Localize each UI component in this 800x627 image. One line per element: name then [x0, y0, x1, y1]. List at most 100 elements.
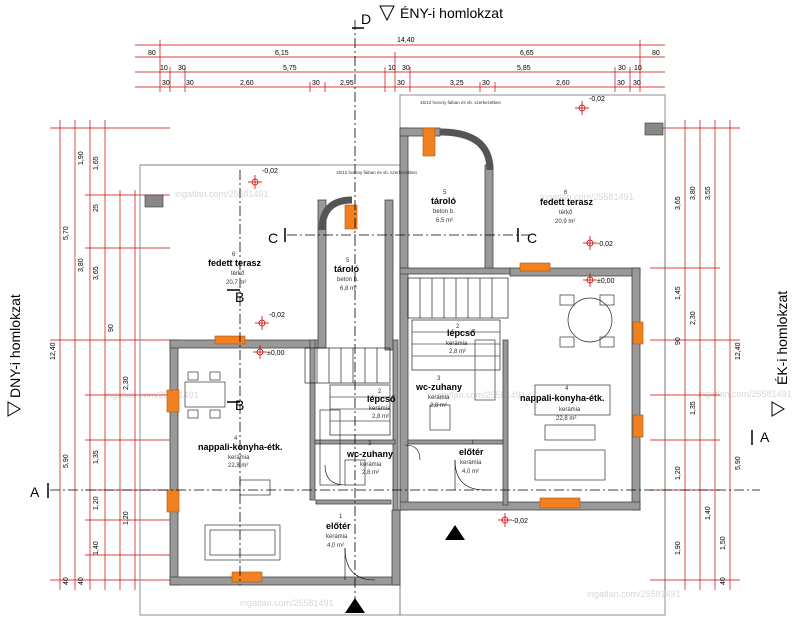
room-name: wc-zuhany	[346, 449, 393, 459]
west-heading: DNY-i homlokzat	[7, 294, 23, 398]
watermark: ingatlan.com/25581491	[240, 598, 334, 608]
dim-label: 1,40	[93, 541, 100, 555]
dim-label: 30	[633, 80, 641, 87]
store-arcs	[318, 128, 494, 231]
room-name: wc-zuhany	[415, 382, 462, 392]
dim-label: 1,40	[705, 506, 712, 520]
dim-label: 3,65	[675, 196, 682, 210]
room-name: lépcső	[367, 394, 396, 404]
dim-label: 5,70	[63, 226, 70, 240]
section-labels: A A B B C C D	[30, 11, 770, 500]
dim-label: 30	[312, 80, 320, 87]
level-value: -0,02	[589, 96, 605, 103]
room-material: kerámia	[446, 341, 468, 347]
west-elevation-marker: DNY-i homlokzat	[7, 294, 23, 417]
watermark: ingatlan.com/25581491	[432, 390, 526, 400]
note-text: 15/12 horony faiban és vb. szerkezetben	[420, 100, 502, 105]
dim-label: 3,65	[93, 266, 100, 280]
room-name: nappali-konyha-étk.	[198, 442, 283, 452]
room-labels: 6 fedett terasz térkő 20,7 m² 6 fedett t…	[198, 190, 605, 549]
section-mark-b: B	[235, 289, 244, 305]
dim-label: 40	[78, 577, 85, 585]
section-lines	[50, 20, 760, 610]
dim-label: 5,90	[735, 456, 742, 470]
dim-label: 30	[482, 80, 490, 87]
section-mark-a: A	[30, 484, 40, 500]
room-name: lépcső	[447, 328, 476, 338]
dim-label: 1,20	[93, 496, 100, 510]
watermark: ingatlan.com/25581491	[540, 192, 634, 202]
room-material: kerámia	[428, 395, 450, 401]
room-name: tároló	[334, 264, 360, 274]
room-material: kerámia	[360, 462, 382, 468]
room-area: 20,7 m²	[226, 280, 246, 286]
dim-label: 5,90	[63, 454, 70, 468]
entrance-arrows	[345, 525, 465, 613]
dim-label: 30	[402, 65, 410, 72]
dim-label: 3,80	[78, 258, 85, 272]
dim-label: 5,75	[283, 65, 297, 72]
dim-label: 1,90	[78, 151, 85, 165]
room-number: 3	[437, 376, 441, 382]
dim-label: 30	[618, 65, 626, 72]
room-name: előtér	[459, 447, 484, 457]
left-dimensions	[50, 120, 170, 590]
dim-label: 80	[652, 50, 660, 57]
level-value: ±0,00	[267, 350, 285, 357]
room-area: 20,9 m²	[555, 219, 575, 225]
room-material: kerámia	[559, 407, 581, 413]
section-marks	[47, 27, 753, 498]
section-mark-d: D	[361, 11, 371, 27]
room-name: fedett terasz	[540, 197, 594, 207]
room-name: nappali-konyha-étk.	[520, 393, 605, 403]
level-value: -0,02	[269, 312, 285, 319]
dim-label: 30	[617, 80, 625, 87]
room-number: 3	[368, 441, 372, 447]
room-number: 2	[456, 324, 460, 330]
dim-label: 10	[160, 65, 168, 72]
dim-label: 1,35	[93, 450, 100, 464]
section-mark-a: A	[760, 429, 770, 445]
dim-label: 3,55	[705, 186, 712, 200]
dim-total-height: 12,40	[50, 342, 57, 360]
room-area: 22,8 m²	[556, 416, 576, 422]
right-dim-labels: 3,80 3,55 12,40 3,65 1,45 2,30 90 1,35 5…	[675, 186, 742, 585]
dim-label: 2,30	[123, 376, 130, 390]
dim-label: 1,20	[123, 511, 130, 525]
top-dimensions	[135, 40, 665, 92]
dim-total-width: 14,40	[397, 37, 415, 44]
room-material: térkő	[559, 210, 573, 216]
room-number: 4	[234, 436, 238, 442]
section-mark-c: C	[527, 230, 537, 246]
room-material: beton b.	[337, 277, 359, 283]
room-number: 5	[443, 190, 447, 196]
dim-label: 30	[186, 80, 194, 87]
room-name: fedett terasz	[208, 258, 262, 268]
dim-label: 30	[397, 80, 405, 87]
dim-label: 10	[388, 65, 396, 72]
level-value: -0,02	[597, 241, 613, 248]
dim-label: 6,15	[275, 50, 289, 57]
dim-label: 25	[93, 204, 100, 212]
watermark: ingatlan.com/25581491	[175, 189, 269, 199]
section-mark-c: C	[268, 230, 278, 246]
dim-label: 1,35	[690, 401, 697, 415]
dim-label: 2,95	[340, 80, 354, 87]
furniture	[184, 294, 615, 561]
dim-label: 10	[634, 65, 642, 72]
room-number: 6	[564, 190, 568, 196]
east-elevation-marker: ÉK-i homlokzat	[771, 291, 790, 417]
dim-label: 2,60	[240, 80, 254, 87]
room-number: 4	[565, 386, 569, 392]
dim-label: 2,60	[556, 80, 570, 87]
dim-label: 90	[675, 337, 682, 345]
left-dim-labels: 5,70 12,40 3,80 1,90 1,65 3,65 25 90 2,3…	[50, 151, 130, 585]
level-value: -0,02	[262, 168, 278, 175]
room-area: 4,0 m²	[462, 469, 479, 475]
room-material: kerámia	[369, 406, 391, 412]
section-mark-b: B	[235, 397, 244, 413]
dim-label: 80	[148, 50, 156, 57]
dim-label: 90	[108, 324, 115, 332]
room-area: 2,8 m²	[449, 349, 466, 355]
room-name: előtér	[326, 521, 351, 531]
